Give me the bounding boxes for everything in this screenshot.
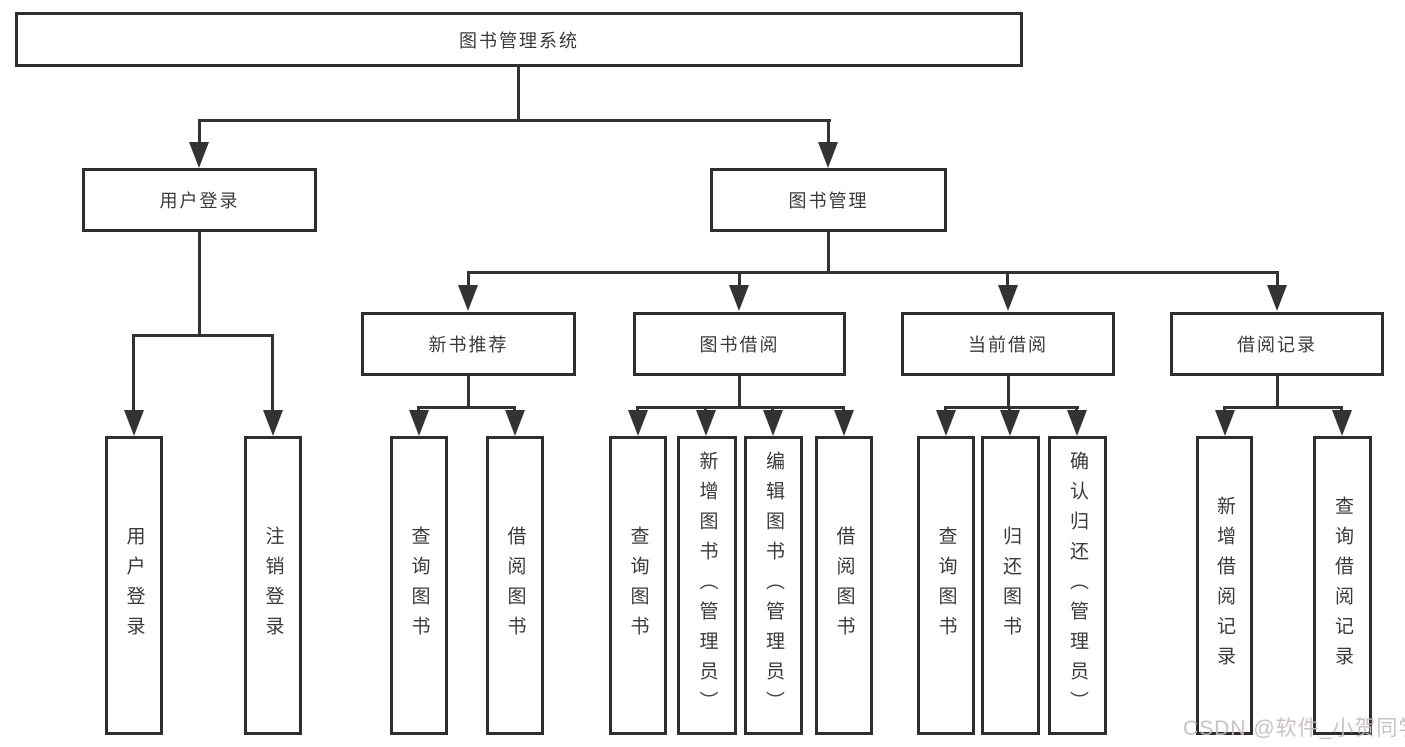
leaf-user-login: 用户登录 <box>105 436 163 735</box>
leaf-add-borrow-record-label: 新增借阅记录 <box>1214 495 1235 676</box>
connector-level1-hline <box>198 119 831 122</box>
leaf-return-books-label: 归还图书 <box>1000 525 1021 646</box>
connector-root-stem <box>517 67 520 120</box>
leaf-edit-books-admin-label: 编辑图书（管理员） <box>763 450 784 721</box>
csdn-watermark: CSDN @软件_小贺同学 <box>1183 717 1405 740</box>
arrowhead-down-icon <box>1267 285 1287 311</box>
arrowhead-down-icon <box>818 142 838 168</box>
connector-group-stem <box>1007 375 1010 408</box>
arrowhead-down-icon <box>505 410 525 436</box>
connector-group-hline <box>1223 406 1343 409</box>
connector-arrow-stem <box>1276 271 1279 288</box>
node-book-management: 图书管理 <box>710 168 947 232</box>
node-book-borrow-label: 图书借阅 <box>699 335 780 355</box>
connector-group-stem <box>738 375 741 408</box>
leaf-query-books-borrow-label: 查询图书 <box>627 525 649 646</box>
arrowhead-down-icon <box>998 285 1018 311</box>
leaf-borrow-books-recommend: 借阅图书 <box>486 436 544 735</box>
arrowhead-down-icon <box>189 142 209 168</box>
arrowhead-down-icon <box>409 410 429 436</box>
leaf-query-books-recommend: 查询图书 <box>390 436 448 735</box>
connector-arrow-stem <box>738 271 741 288</box>
connector-arrow-user-login-stem <box>198 119 201 145</box>
leaf-query-borrow-record: 查询借阅记录 <box>1313 436 1372 735</box>
node-root-label: 图书管理系统 <box>459 30 579 51</box>
leaf-borrow-books: 借阅图书 <box>815 436 873 735</box>
node-root: 图书管理系统 <box>15 12 1023 67</box>
connector-book-mgmt-stem <box>827 231 830 274</box>
leaf-query-books-recommend-label: 查询图书 <box>408 525 430 646</box>
node-new-book-recommend: 新书推荐 <box>361 312 576 376</box>
leaf-query-books-current-label: 查询图书 <box>935 525 957 646</box>
connector-arrow-stem <box>1006 271 1009 288</box>
arrowhead-down-icon <box>936 410 956 436</box>
connector-arrow-stem <box>467 271 470 288</box>
node-user-login: 用户登录 <box>82 168 317 232</box>
leaf-query-borrow-record-label: 查询借阅记录 <box>1332 495 1353 676</box>
arrowhead-down-icon <box>1215 410 1235 436</box>
connector-user-login-stem <box>198 231 201 336</box>
arrowhead-down-icon <box>834 410 854 436</box>
connector-group-hline <box>944 406 1079 409</box>
connector-group-stem <box>467 375 470 408</box>
leaf-borrow-books-recommend-label: 借阅图书 <box>504 525 526 646</box>
leaf-logout: 注销登录 <box>244 436 302 735</box>
connector-level2-hline <box>467 271 1279 274</box>
arrowhead-down-icon <box>696 410 716 436</box>
leaf-edit-books-admin: 编辑图书（管理员） <box>744 436 803 735</box>
arrowhead-down-icon <box>458 285 478 311</box>
arrowhead-down-icon <box>1000 410 1020 436</box>
arrowhead-down-icon <box>729 285 749 311</box>
leaf-confirm-return-admin-label: 确认归还（管理员） <box>1067 450 1088 721</box>
arrowhead-down-icon <box>263 410 283 436</box>
arrowhead-down-icon <box>628 410 648 436</box>
connector-group-stem <box>1276 375 1279 408</box>
leaf-add-books-admin-label: 新增图书（管理员） <box>696 450 718 721</box>
arrowhead-down-icon <box>763 410 783 436</box>
node-current-borrow-label: 当前借阅 <box>968 335 1048 355</box>
node-borrow-records: 借阅记录 <box>1170 312 1384 376</box>
node-user-login-label: 用户登录 <box>159 191 240 211</box>
node-current-borrow: 当前借阅 <box>901 312 1115 376</box>
node-book-borrow: 图书借阅 <box>633 312 846 376</box>
node-borrow-records-label: 借阅记录 <box>1237 335 1317 355</box>
arrowhead-down-icon <box>1067 410 1087 436</box>
connector-login-group-hline <box>132 334 274 337</box>
connector-arrow-book-mgmt-stem <box>827 119 830 145</box>
leaf-return-books: 归还图书 <box>981 436 1040 735</box>
connector-arrow-stem <box>132 334 135 412</box>
leaf-query-books-borrow: 查询图书 <box>609 436 667 735</box>
leaf-add-books-admin: 新增图书（管理员） <box>677 436 737 735</box>
arrowhead-down-icon <box>124 410 144 436</box>
connector-group-hline <box>636 406 845 409</box>
leaf-user-login-label: 用户登录 <box>123 525 145 646</box>
node-book-management-label: 图书管理 <box>788 191 869 211</box>
leaf-logout-label: 注销登录 <box>262 525 284 646</box>
leaf-query-books-current: 查询图书 <box>917 436 975 735</box>
arrowhead-down-icon <box>1332 410 1352 436</box>
node-new-book-recommend-label: 新书推荐 <box>428 335 509 355</box>
leaf-confirm-return-admin: 确认归还（管理员） <box>1048 436 1107 735</box>
leaf-add-borrow-record: 新增借阅记录 <box>1196 436 1253 735</box>
leaf-borrow-books-label: 借阅图书 <box>833 525 855 646</box>
connector-group-hline <box>417 406 516 409</box>
connector-arrow-stem <box>271 334 274 412</box>
